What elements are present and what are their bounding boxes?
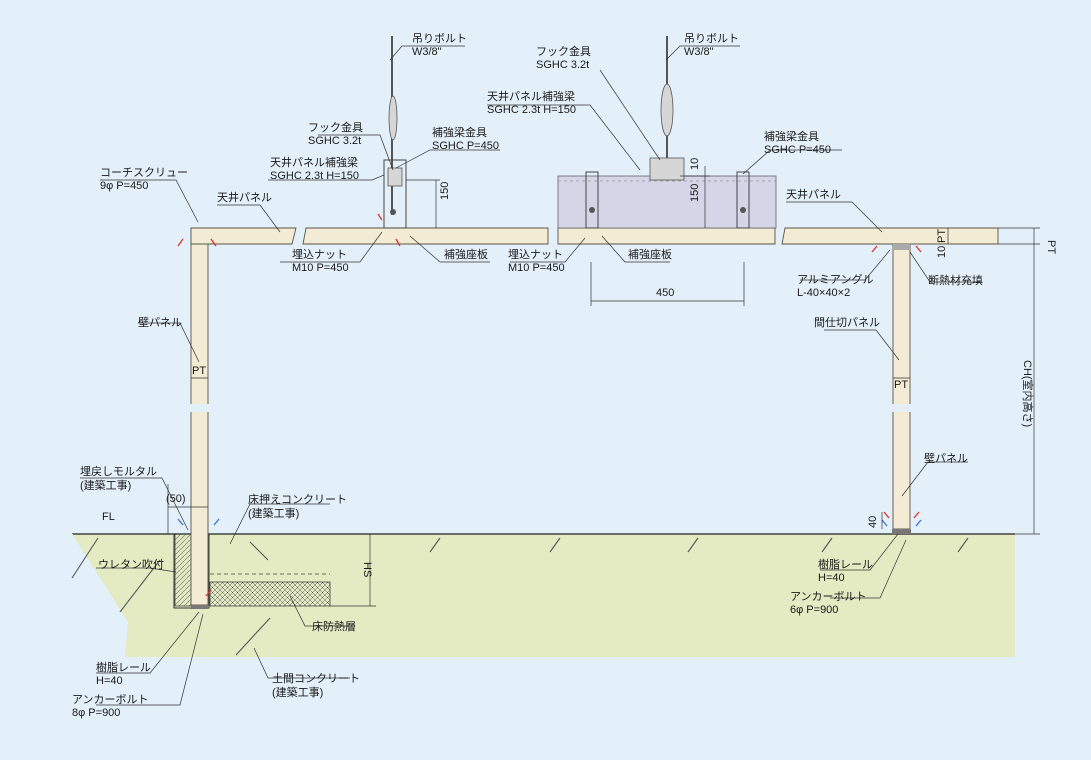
left-resin-rail [191, 605, 208, 609]
label-coach-screw-spec: 9φ P=450 [100, 180, 148, 192]
leader-lines [80, 45, 980, 706]
beam-fitting-left-mid [585, 171, 599, 229]
hook-fitting-mid [649, 157, 685, 181]
label-beam-2-spec: SGHC 2.3t H=150 [487, 104, 576, 116]
label-seat-plate-1: 補強座板 [444, 247, 488, 261]
left-wall-break [186, 404, 216, 412]
bolt-left [390, 209, 396, 215]
label-beam-fitting-2: 補強梁金具 [764, 129, 819, 143]
label-floor-insulation: 床防熱層 [312, 619, 356, 633]
beam-fitting-right-mid [736, 171, 750, 229]
label-anchor-right: アンカーボルト [790, 590, 867, 603]
label-insulation-fill: 断熱材充填 [928, 273, 983, 287]
label-beam-1: 天井パネル補強梁 [270, 155, 358, 169]
dim-10-mid: 10 [689, 158, 701, 170]
label-earth-concrete-note: (建築工事) [272, 685, 323, 699]
label-tsuri-bolt-2: 吊りボルト [684, 32, 739, 45]
hook-fitting-left [387, 167, 403, 187]
dim-40-right: 40 [867, 516, 879, 528]
label-fl: FL [102, 511, 115, 523]
label-nut-2: 埋込ナット [508, 248, 563, 261]
label-wall-panel-right: 壁パネル [924, 451, 968, 465]
dim-hs: HS [361, 562, 373, 577]
dim-pt-wall-right: PT [894, 379, 908, 391]
left-wall-panel [190, 227, 209, 606]
dim-ch: CH(室内高さ) [1021, 360, 1035, 427]
label-partition-panel: 間仕切パネル [814, 316, 880, 329]
callout-labels: 吊りボルト W3/8" 吊りボルト W3/8" フック金具 SGHC 3.2t … [72, 32, 983, 719]
dim-pt-right: PT [1045, 240, 1057, 254]
alum-angle-shape [893, 244, 910, 250]
label-beam-fitting-2-spec: SGHC P=450 [764, 144, 831, 156]
reinforcement-beam-block [557, 175, 777, 229]
ceiling-panels [190, 227, 999, 245]
label-resin-rail-left: 樹脂レール [96, 660, 151, 674]
dimension-lines [167, 166, 1040, 607]
label-tsuri-bolt-2-spec: W3/8" [684, 46, 714, 58]
beam-left [383, 159, 407, 229]
label-resin-rail-right: 樹脂レール [818, 557, 873, 571]
bolt-mid-left [589, 207, 595, 213]
label-floor-concrete-note: (建築工事) [248, 506, 299, 520]
dim-pt-wall-left: PT [192, 365, 206, 377]
label-beam-fitting-1-spec: SGHC P=450 [432, 140, 499, 152]
label-hook-1: フック金具 [308, 120, 363, 134]
label-ceiling-panel-1: 天井パネル [217, 190, 272, 204]
label-anchor-right-spec: 6φ P=900 [790, 604, 838, 616]
dim-450: 450 [656, 287, 674, 299]
label-resin-rail-left-spec: H=40 [96, 675, 123, 687]
label-wall-panel-left: 壁パネル [138, 315, 182, 329]
label-tsuri-bolt-1: 吊りボルト [412, 32, 467, 45]
sealant-markers [177, 213, 922, 597]
label-alum-angle-spec: L-40×40×2 [797, 287, 850, 299]
label-nut-1-spec: M10 P=450 [292, 262, 349, 274]
label-resin-rail-right-spec: H=40 [818, 572, 845, 584]
dim-150-left: 150 [439, 182, 451, 200]
label-urethane: ウレタン吹付 [98, 558, 164, 571]
label-nut-1: 埋込ナット [292, 248, 347, 261]
dim-50: (50) [166, 493, 186, 505]
turnbuckle-mid [660, 83, 674, 137]
label-beam-2: 天井パネル補強梁 [487, 89, 575, 103]
label-beam-1-spec: SGHC 2.3t H=150 [270, 170, 359, 182]
bolt-mid-right [740, 207, 746, 213]
right-resin-rail [892, 529, 911, 534]
label-anchor-left: アンカーボルト [72, 693, 149, 706]
label-coach-screw: コーチスクリュー [100, 166, 188, 179]
floor-insulation-layer [209, 581, 331, 607]
label-backfill-mortar-note: (建築工事) [80, 478, 131, 492]
label-alum-angle: アルミアングル [797, 272, 873, 286]
label-backfill-mortar: 埋戻しモルタル [80, 465, 157, 478]
label-beam-fitting-1: 補強梁金具 [432, 125, 487, 139]
dim-10-right: 10 [936, 246, 948, 258]
partition-break [888, 404, 918, 412]
backfill-mortar-block [174, 533, 192, 607]
label-hook-1-spec: SGHC 3.2t [308, 135, 361, 147]
dimension-labels: 150 10 150 450 (50) PT PT PT 10 40 PT CH… [166, 158, 1057, 578]
label-floor-concrete: 床押えコンクリート [248, 492, 347, 506]
label-earth-concrete: 土間コンクリート [272, 672, 360, 685]
dim-150-mid: 150 [689, 184, 701, 202]
label-tsuri-bolt-1-spec: W3/8" [412, 46, 442, 58]
label-nut-2-spec: M10 P=450 [508, 262, 565, 274]
label-hook-2-spec: SGHC 3.2t [536, 59, 589, 71]
label-ceiling-panel-2: 天井パネル [786, 187, 841, 201]
label-hook-2: フック金具 [536, 44, 591, 58]
turnbuckle-left [388, 95, 398, 141]
label-seat-plate-2: 補強座板 [628, 247, 672, 261]
dim-pt-ceiling-right: PT [936, 229, 948, 243]
label-anchor-left-spec: 8φ P=900 [72, 707, 120, 719]
